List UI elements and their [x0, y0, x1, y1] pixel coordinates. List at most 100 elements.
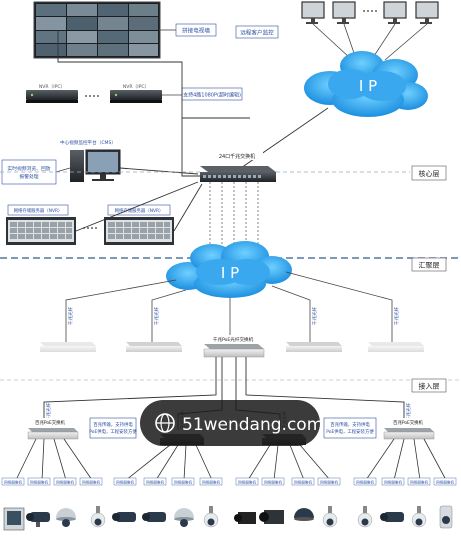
note-right-line-2: PoE供电，工程安装方便	[326, 428, 374, 435]
monitor-links	[312, 23, 428, 61]
fiber-label-3: 千兆光纤	[311, 306, 318, 325]
recorder-ellipsis	[85, 95, 99, 97]
recorder-b	[110, 90, 162, 103]
access-switch-1-label-box	[30, 418, 70, 426]
video-wall	[33, 1, 161, 59]
dome-camera-icon-3	[294, 508, 314, 521]
speed-dome-camera-icon	[439, 505, 453, 529]
bullet-camera-icon-3	[142, 512, 166, 522]
agg-switch-label-box	[200, 335, 266, 343]
access-switch-4-label-box	[388, 418, 428, 426]
note-right-line-1: 百兆传输，支持供电	[330, 421, 370, 428]
note-right-box	[323, 417, 377, 439]
storage-a-label: 网络存储服务器（NVR）	[14, 207, 63, 214]
agg-links	[65, 271, 393, 342]
access-switch-4-label: 百兆PoE交换机	[393, 419, 424, 426]
recorder-a-label: NVR（IPC）	[39, 84, 65, 90]
remote-monitor-4	[415, 1, 439, 24]
remote-monitor-label-box	[235, 25, 279, 39]
monitor-ellipsis	[363, 10, 377, 12]
agg-switch-1	[40, 342, 96, 352]
storage-server-b	[104, 217, 174, 245]
access-switch-1-label: 百兆PoE交换机	[35, 419, 66, 426]
remote-monitor-1	[301, 1, 325, 24]
camera-label-6: 网络摄像机	[146, 479, 164, 484]
ptz-camera-icon	[90, 506, 106, 528]
core-layer-label: 核心层	[419, 169, 440, 178]
ptz-camera-icon-3	[322, 506, 338, 528]
fiber-label-2: 千兆光纤	[153, 306, 160, 325]
agg-switch-4	[368, 342, 424, 352]
access-uplink-label-4: 千兆光纤	[405, 402, 412, 421]
fiber-label-4: 千兆光纤	[393, 306, 400, 325]
recorder-a-label-box	[30, 82, 74, 90]
box-camera-icon	[3, 507, 25, 531]
agg-switch-main	[203, 344, 265, 358]
camera-label-11: 网络摄像机	[294, 479, 312, 484]
bullet-camera-icon-2	[112, 512, 136, 522]
camera-label-3: 网络摄像机	[56, 479, 74, 484]
camera-label-14: 网络摄像机	[384, 479, 402, 484]
recorder-b-label-box	[114, 82, 158, 90]
core-switch-label-box	[211, 152, 263, 160]
workstation-note-line-1: 实时视频浏览、回放	[7, 165, 50, 172]
fiber-labels: 千兆光纤 千兆光纤 千兆光纤 千兆光纤	[67, 306, 400, 325]
camera-label-2: 网络摄像机	[30, 479, 48, 484]
camera-label-13: 网络摄像机	[356, 479, 374, 484]
storage-a-label-box	[7, 204, 69, 216]
video-wall-screens	[36, 4, 158, 56]
storage-b-label-box	[107, 204, 171, 216]
note-left-line-1: 百兆传输，支持供电	[93, 421, 133, 428]
workstation-note-line-2: 报警处理	[19, 173, 38, 180]
video-platform-label: 中心视频监控平台（CMS）	[60, 139, 116, 146]
access-layer-label: 接入层	[419, 382, 440, 391]
middle-ip-cloud	[166, 241, 292, 298]
ptz-camera-icon-4	[357, 506, 373, 528]
agg-switch-label: 千兆PoE光纤交换机	[213, 336, 254, 343]
video-platform-label-box	[56, 137, 120, 147]
storage-b-label: 网络存储服务器（NVR）	[115, 207, 164, 214]
camera-label-1: 网络摄像机	[4, 479, 22, 484]
video-wall-label-box	[175, 23, 217, 37]
camera-label-7: 网络摄像机	[174, 479, 192, 484]
decoder-note: 支持4路1080P(超时编辑)	[183, 92, 241, 99]
agg-switch-2	[126, 342, 182, 352]
watermark-text: 51wendang.com	[182, 415, 323, 435]
bullet-camera-icon-4	[380, 512, 404, 522]
agg-switch-3	[286, 342, 342, 352]
remote-monitor-label: 远程客户监控	[240, 29, 274, 37]
box-camera-icon-3	[259, 510, 284, 524]
access-switch-4	[383, 428, 435, 440]
top-ip-cloud	[304, 51, 428, 117]
dome-camera-icon	[56, 508, 76, 527]
watermark	[140, 400, 320, 446]
top-cloud-label: I P	[359, 77, 377, 95]
recorder-b-label: NVR（IPC）	[123, 84, 149, 90]
recorder-a	[26, 90, 78, 103]
remote-monitor-3	[383, 1, 407, 24]
core-layer-box	[411, 165, 447, 181]
video-wall-label: 拼接电视墙	[182, 27, 210, 35]
ptz-camera-icon-5	[411, 506, 427, 528]
access-switch-1	[27, 428, 79, 440]
camera-labels: 网络摄像机 网络摄像机 网络摄像机 网络摄像机 网络摄像机 网络摄像机 网络摄像…	[1, 477, 457, 486]
camera-label-15: 网络摄像机	[410, 479, 428, 484]
camera-label-5: 网络摄像机	[116, 479, 134, 484]
camera-label-8: 网络摄像机	[202, 479, 220, 484]
bullet-camera-icon	[26, 512, 50, 527]
note-left-box	[89, 417, 137, 439]
middle-cloud-label: I P	[221, 264, 239, 282]
workstation	[70, 149, 121, 182]
camera-label-4: 网络摄像机	[82, 479, 100, 484]
camera-links	[15, 438, 447, 481]
storage-server-a	[6, 217, 76, 245]
camera-label-10: 网络摄像机	[264, 479, 282, 484]
agg-layer-box	[411, 257, 447, 272]
access-layer-box	[411, 378, 447, 393]
core-switch-label: 24口千兆交换机	[219, 153, 255, 160]
camera-label-16: 网络摄像机	[436, 479, 454, 484]
agg-layer-label: 汇聚层	[419, 262, 440, 270]
dome-camera-icon-2	[174, 508, 194, 527]
core-switch	[200, 166, 276, 182]
